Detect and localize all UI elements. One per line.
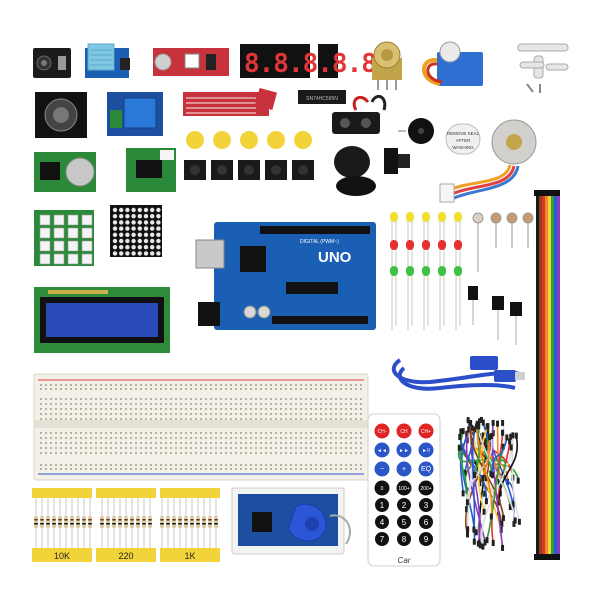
board-small-text: DIGITAL (PWM~)	[300, 239, 339, 245]
potentiometer	[372, 41, 402, 90]
resistor-strips: 10K 220 1K	[32, 488, 220, 562]
remote-button-label: CH+	[421, 429, 431, 435]
relay-module	[107, 92, 163, 136]
rfid-module	[231, 487, 351, 555]
remote-digit-label: 4	[380, 518, 385, 527]
joystick-knob	[334, 146, 376, 196]
dht11-sensor	[85, 43, 130, 78]
stepper-motor: REMOVE SEAL AFTER WASHING	[439, 119, 537, 203]
svg-text:AFTER: AFTER	[456, 138, 472, 143]
stepper-driver-board	[126, 148, 176, 192]
water-level-sensor	[183, 87, 278, 116]
resistor-label-1k: 1K	[184, 551, 195, 561]
remote-digit-label: 5	[402, 518, 407, 527]
remote-button-label: 0	[381, 486, 384, 492]
resistor-label-10k: 10K	[54, 551, 70, 561]
remote-digit-label: 9	[424, 535, 429, 544]
tactile-buttons	[184, 160, 314, 180]
remote-button-label: 100+	[398, 486, 409, 492]
remote-button-label: ◄◄	[377, 448, 387, 454]
led-set	[390, 212, 462, 330]
remote-digit-label: 1	[380, 501, 385, 510]
seven-segment-display: 8.8.8.8.8.	[240, 44, 392, 79]
jumper-wires-bundle	[457, 416, 521, 551]
chip-label: SN74HC595N	[306, 96, 338, 102]
servo-horns	[517, 43, 569, 93]
led-matrix	[110, 205, 162, 257]
svg-text:WASHING: WASHING	[452, 145, 474, 150]
photoresistors	[472, 212, 534, 272]
lcd-1602-display	[34, 287, 170, 353]
remote-button-label: +	[402, 466, 406, 473]
ir-receiver-module	[33, 48, 71, 78]
stepper-label: REMOVE SEAL	[447, 131, 480, 136]
servo-motor	[421, 41, 483, 86]
remote-button-label: CH	[400, 429, 408, 435]
joystick-module	[35, 92, 87, 138]
keypad-module	[34, 210, 94, 266]
remote-digit-label: 7	[380, 535, 385, 544]
breadboard	[33, 373, 369, 481]
rtc-module	[34, 152, 96, 192]
remote-button-label: EQ	[421, 466, 432, 473]
shift-register-chip: SN74HC595N	[298, 90, 346, 104]
arduino-uno-board: UNO DIGITAL (PWM~)	[195, 222, 376, 330]
remote-button-label: 200+	[420, 486, 431, 492]
dc-power-jack	[384, 148, 410, 174]
remote-button-label: ►II	[422, 448, 430, 454]
resistor-label-220: 220	[118, 551, 133, 561]
remote-button-label: −	[380, 466, 384, 473]
usb-cable	[392, 356, 525, 391]
remote-digit-label: 8	[402, 535, 407, 544]
transistors	[468, 286, 522, 345]
button-caps	[186, 131, 312, 149]
board-label: UNO	[318, 249, 352, 266]
segment-digits: 8.8.8.8.8.	[244, 49, 391, 79]
buzzer	[398, 118, 434, 144]
remote-digit-label: 6	[424, 518, 429, 527]
sound-sensor-module	[153, 48, 229, 76]
remote-brand: Car	[398, 556, 411, 565]
remote-button-label: CH-	[378, 429, 387, 435]
jumper-ribbon-cable	[534, 190, 560, 560]
remote-digit-label: 3	[424, 501, 429, 510]
remote-button-label: ►►	[399, 448, 409, 454]
battery-clip	[332, 94, 387, 134]
ir-remote: CH- CH CH+ ◄◄ ►► ►II − + EQ 0 100+ 200+ 1 2 3 4 5 6 7 8 9 Ca…	[367, 413, 441, 567]
remote-digit-label: 2	[402, 501, 407, 510]
